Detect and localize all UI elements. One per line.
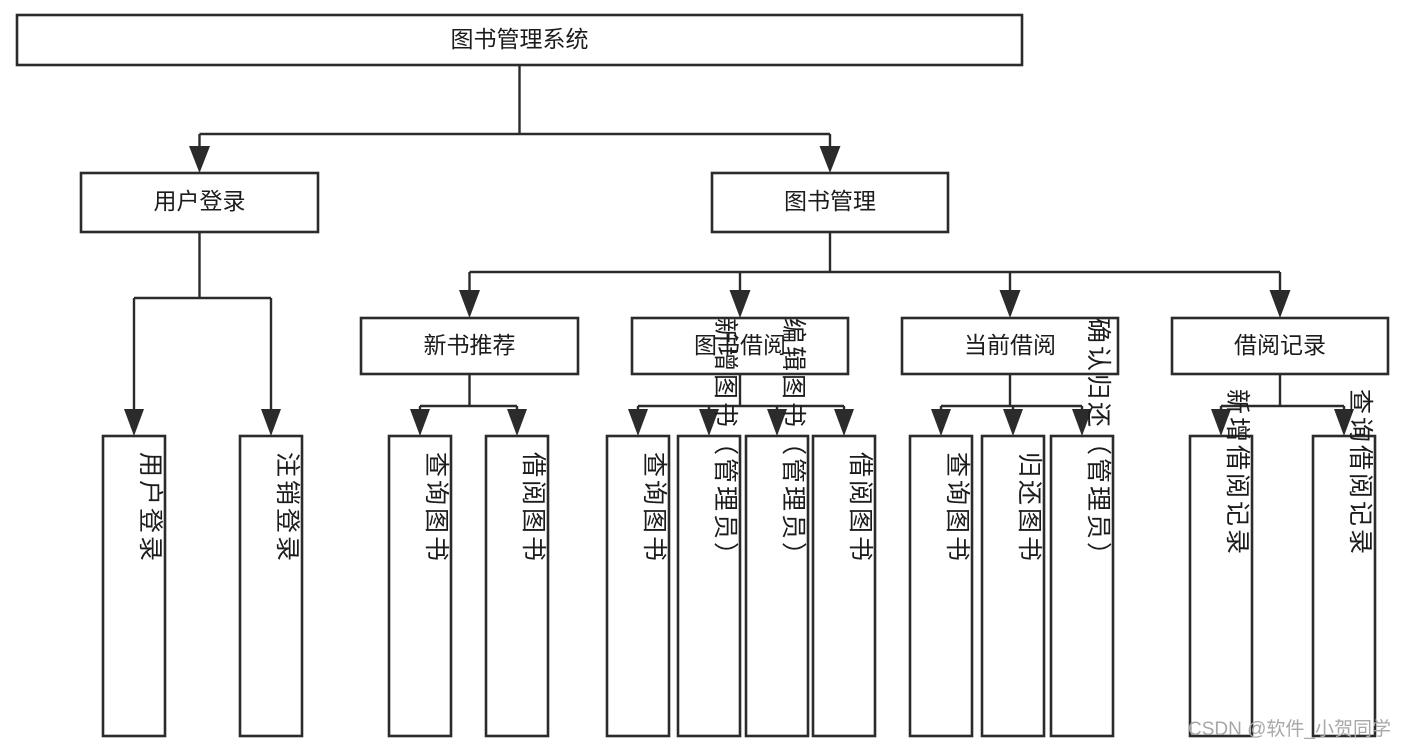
arrowhead-to-current-borrow <box>999 290 1021 318</box>
leaf-node-return-book[interactable]: 归还图书 <box>980 434 1046 738</box>
leaf-query-book-current-label: 查询图书 <box>943 452 971 564</box>
connector-new-book-recommend-to-leaves <box>418 374 519 414</box>
leaf-borrow-book-box <box>811 434 877 738</box>
csdn-watermark: CSDN @软件_小贺同学 <box>1188 719 1391 740</box>
arrowhead-to-borrow-record <box>1269 290 1291 318</box>
node-book-manage[interactable]: 图书管理 <box>710 171 950 234</box>
arrowhead-to-leaf-query-borrow-record <box>1334 409 1354 436</box>
node-root-box <box>15 13 1024 67</box>
arrowhead-to-leaf-return-book <box>1003 409 1023 436</box>
leaf-add-book-admin-box <box>676 434 742 738</box>
node-current-borrow[interactable]: 当前借阅 <box>900 316 1120 376</box>
arrowhead-to-book-borrow <box>729 290 751 318</box>
leaf-logout-box <box>238 434 304 738</box>
leaf-node-query-book-current[interactable]: 查询图书 <box>908 434 974 738</box>
arrowhead-to-leaf-user-login <box>124 409 144 436</box>
node-book-manage-label: 图书管理 <box>784 188 876 214</box>
arrowhead-to-book-manage <box>819 146 841 173</box>
leaf-query-borrow-record-label: 查询借阅记录 <box>1346 389 1374 557</box>
leaf-node-logout[interactable]: 注销登录 <box>238 434 304 738</box>
node-user-login-box <box>79 171 320 234</box>
leaf-return-book-box <box>980 434 1046 738</box>
arrowhead-to-leaf-query-book-borrow <box>628 409 648 436</box>
node-book-manage-box <box>710 171 950 234</box>
leaf-node-add-book-admin[interactable]: 新增图书（管理员） <box>676 318 742 738</box>
node-book-borrow-box <box>630 316 850 376</box>
node-new-book-recommend[interactable]: 新书推荐 <box>359 316 580 376</box>
leaf-borrow-book-label: 借阅图书 <box>846 452 874 564</box>
leaf-confirm-return-admin-box <box>1049 434 1115 738</box>
node-borrow-record-box <box>1170 316 1390 376</box>
leaf-confirm-return-admin-label: 确认归还（管理员） <box>1084 318 1112 570</box>
leaf-add-borrow-record-box <box>1188 434 1254 738</box>
connector-root-to-level2 <box>198 65 832 152</box>
arrowhead-to-leaf-logout <box>261 409 281 436</box>
arrowhead-to-leaf-query-book-recommend <box>410 409 430 436</box>
leaf-return-book-label: 归还图书 <box>1015 452 1043 564</box>
leaf-query-book-current-box <box>908 434 974 738</box>
arrowhead-to-leaf-query-book-current <box>931 409 951 436</box>
leaf-user-login-box <box>101 434 167 738</box>
connector-current-borrow-to-leaves <box>939 374 1084 414</box>
leaf-edit-book-admin-box <box>744 434 810 738</box>
leaf-query-book-recommend-label: 查询图书 <box>422 452 450 564</box>
leaf-borrow-book-recommend-box <box>484 434 550 738</box>
leaf-node-query-borrow-record[interactable]: 查询借阅记录 <box>1311 389 1377 738</box>
leaf-add-borrow-record-label: 新增借阅记录 <box>1223 389 1251 557</box>
arrowhead-to-leaf-add-borrow-record <box>1211 409 1231 436</box>
connectors-layer <box>124 65 1354 436</box>
leaf-node-user-login[interactable]: 用户登录 <box>101 434 167 738</box>
leaf-node-borrow-book[interactable]: 借阅图书 <box>811 434 877 738</box>
leaf-logout-label: 注销登录 <box>273 452 301 564</box>
arrowhead-to-new-book-recommend <box>459 290 480 318</box>
leaf-query-book-borrow-label: 查询图书 <box>640 452 668 564</box>
arrowhead-to-leaf-edit-book-admin <box>767 409 787 436</box>
leaf-query-borrow-record-box <box>1311 434 1377 738</box>
leaf-user-login-label: 用户登录 <box>136 452 164 564</box>
leaf-node-query-book-recommend[interactable]: 查询图书 <box>387 434 453 738</box>
connector-book-borrow-to-leaves <box>636 374 846 414</box>
arrowhead-to-leaf-borrow-book <box>834 409 854 436</box>
leaf-node-confirm-return-admin[interactable]: 确认归还（管理员） <box>1049 318 1115 738</box>
node-user-login-label: 用户登录 <box>154 188 246 214</box>
node-book-borrow[interactable]: 图书借阅 <box>630 316 850 376</box>
node-root-label: 图书管理系统 <box>451 26 589 52</box>
leaf-node-edit-book-admin[interactable]: 编辑图书（管理员） <box>744 318 810 738</box>
leaf-query-book-recommend-box <box>387 434 453 738</box>
arrowhead-to-leaf-confirm-return-admin <box>1072 409 1092 436</box>
node-current-borrow-label: 当前借阅 <box>964 332 1056 358</box>
leaf-borrow-book-recommend-label: 借阅图书 <box>519 452 547 564</box>
arrowhead-to-user-login <box>189 146 210 173</box>
connector-user-login-to-leaves <box>132 232 273 414</box>
node-borrow-record-label: 借阅记录 <box>1234 332 1326 358</box>
node-current-borrow-box <box>900 316 1120 376</box>
connector-borrow-record-to-leaves <box>1219 374 1346 414</box>
leaf-node-add-borrow-record[interactable]: 新增借阅记录 <box>1188 389 1254 738</box>
connector-book-manage-to-level3 <box>468 232 1282 292</box>
leaf-edit-book-admin-label: 编辑图书（管理员） <box>779 318 807 570</box>
leaf-query-book-borrow-box <box>605 434 671 738</box>
node-new-book-recommend-label: 新书推荐 <box>424 332 516 358</box>
node-user-login[interactable]: 用户登录 <box>79 171 320 234</box>
leaf-node-query-book-borrow[interactable]: 查询图书 <box>605 434 671 738</box>
node-new-book-recommend-box <box>359 316 580 376</box>
arrowhead-to-leaf-add-book-admin <box>699 409 719 436</box>
node-book-borrow-label: 图书借阅 <box>694 332 786 358</box>
node-root[interactable]: 图书管理系统 <box>15 13 1024 67</box>
node-borrow-record[interactable]: 借阅记录 <box>1170 316 1390 376</box>
leaf-node-borrow-book-recommend[interactable]: 借阅图书 <box>484 434 550 738</box>
leaf-add-book-admin-label: 新增图书（管理员） <box>711 318 739 570</box>
arrowhead-to-leaf-borrow-book-recommend <box>507 409 527 436</box>
